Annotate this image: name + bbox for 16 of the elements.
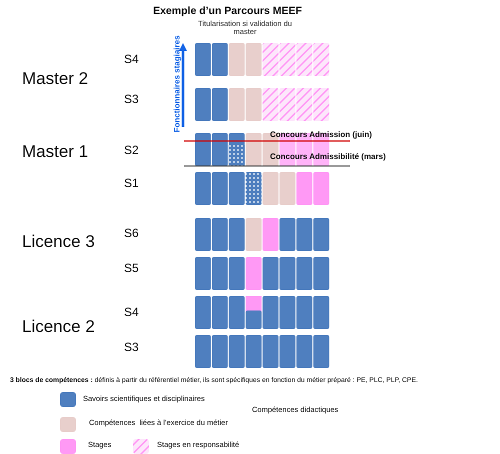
- year-label: Master 1: [22, 143, 88, 162]
- semester-label: S6: [124, 227, 139, 240]
- semester-label: S3: [124, 341, 139, 354]
- semester-label: S1: [124, 177, 139, 190]
- threshold-label: Concours Admission (juin): [270, 131, 372, 140]
- semester-label: S2: [124, 144, 139, 158]
- year-label: Licence 2: [22, 318, 95, 337]
- semester-label: S4: [124, 306, 139, 320]
- year-label: Master 2: [22, 70, 88, 89]
- title: Exemple d’un Parcours MEEF: [152, 6, 303, 18]
- threshold-label: Concours Admissibilité (mars): [270, 153, 386, 162]
- semester-label: S4: [124, 53, 139, 66]
- semester-label: S5: [124, 262, 139, 276]
- axis-label: Fonctionnaires stagiaires: [174, 36, 182, 132]
- semester-label: S3: [124, 93, 139, 106]
- year-label: Licence 3: [22, 233, 95, 252]
